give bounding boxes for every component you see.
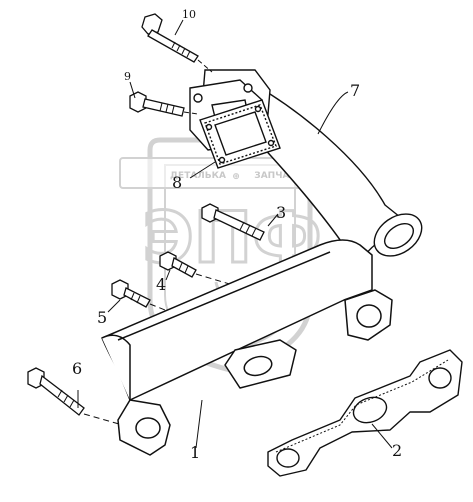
callout-6: 6: [72, 359, 82, 378]
bolt-6: [27, 367, 85, 416]
callout-7: 7: [350, 81, 360, 100]
bolt-3: [201, 203, 265, 241]
bolt-9-guide: [183, 111, 199, 115]
exhaust-manifold: [101, 239, 393, 456]
callout-1: 1: [190, 443, 200, 462]
callout-9: 9: [124, 70, 131, 83]
callout-4: 4: [156, 275, 166, 294]
bolt-9: [129, 91, 185, 117]
watermark-band-left: ДЕТАЛЬКА: [170, 171, 226, 181]
callout-10: 10: [182, 8, 196, 21]
gasket-8: [199, 99, 281, 169]
leader-lines: [77, 19, 393, 449]
manifold-gasket: [267, 349, 463, 477]
bolt-4: [159, 251, 197, 278]
bolt-5-guide: [149, 303, 171, 313]
watermark-band-right: ЗАПЧАСТИ: [254, 171, 309, 181]
callout-3: 3: [276, 203, 286, 222]
callout-5: 5: [97, 308, 107, 327]
callout-8: 8: [172, 173, 182, 192]
bolt-10: [141, 13, 199, 63]
bolt-5: [111, 279, 151, 308]
bolt-10-guide: [197, 59, 213, 73]
watermark-band-mark: ⊕: [232, 172, 240, 182]
callout-2: 2: [392, 441, 402, 460]
exhaust-pipe: [244, 81, 423, 271]
